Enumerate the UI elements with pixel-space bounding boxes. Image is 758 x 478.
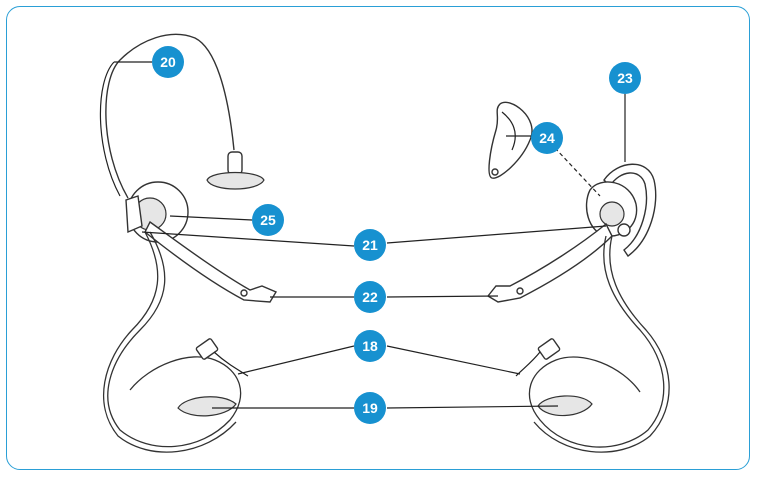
earhook-headset (486, 163, 670, 453)
callout-23-label: 23 (617, 70, 633, 86)
boom-right (486, 222, 613, 303)
callout-24-label: 24 (539, 130, 555, 146)
clothing-clip-left (177, 396, 237, 417)
headband (105, 33, 235, 199)
leader-lines (114, 61, 626, 409)
callout-25: 25 (252, 204, 284, 236)
clothing-clip-right (537, 395, 593, 417)
ear-loop (488, 101, 533, 179)
callout-22-label: 22 (362, 289, 378, 305)
callout-19: 19 (354, 392, 386, 424)
cord-right (528, 235, 665, 448)
callout-24: 24 (531, 122, 563, 154)
modular-plug-right (515, 338, 561, 377)
modular-plug-left (195, 338, 249, 377)
cord-left (107, 231, 242, 448)
callout-18: 18 (354, 330, 386, 362)
figure-frame (6, 6, 750, 470)
callout-25-label: 25 (260, 212, 276, 228)
boom-left (144, 220, 278, 303)
callout-22: 22 (354, 281, 386, 313)
headband-pad (206, 151, 265, 190)
callout-23: 23 (609, 62, 641, 94)
callout-19-label: 19 (362, 400, 378, 416)
callout-21-label: 21 (362, 237, 378, 253)
callout-18-label: 18 (362, 338, 378, 354)
callout-20-label: 20 (160, 54, 176, 70)
callout-21: 21 (354, 229, 386, 261)
ear-hook (603, 163, 657, 257)
callout-20: 20 (152, 46, 184, 78)
headband-headset (99, 33, 278, 453)
